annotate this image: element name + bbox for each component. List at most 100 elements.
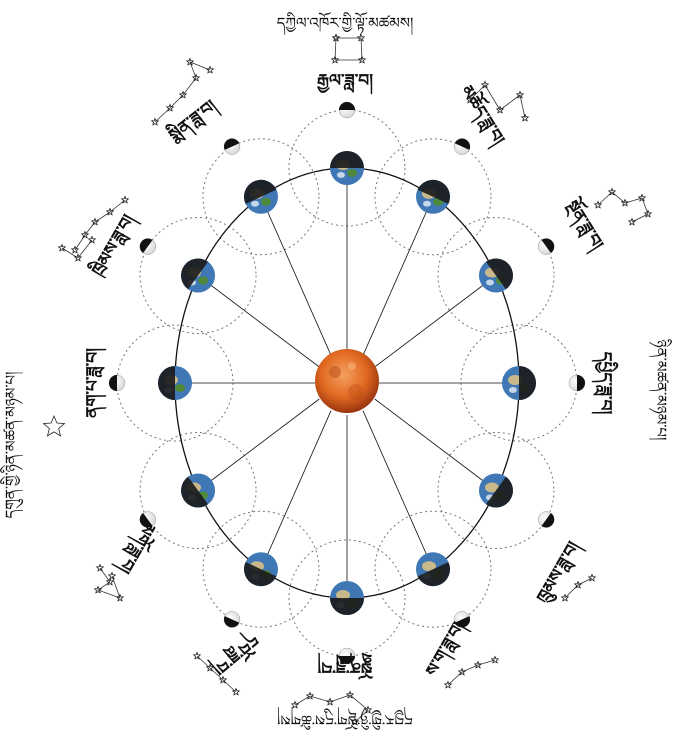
month-label-s1: སྣྲོན་ཟླ་བ། (317, 652, 372, 680)
radial-spokes (175, 168, 519, 598)
star-icon (325, 697, 335, 706)
month-label-s2: དབོ་ཟླ་བ། (206, 626, 265, 681)
earth-icon (181, 473, 216, 508)
month-label-nw2: སྨིན་ཟླ་བ། (163, 93, 224, 149)
star-icon (350, 717, 360, 726)
star-icon (573, 580, 583, 589)
star-icon (560, 593, 570, 602)
star-icon (42, 414, 66, 437)
star-icon (185, 57, 195, 66)
star-icon (73, 253, 83, 262)
star-icon (457, 667, 467, 676)
earth-icon (478, 473, 513, 508)
star-icon (70, 245, 80, 254)
star-icon (87, 235, 97, 244)
earth-icon (416, 179, 450, 214)
moon-orbit-ring (202, 510, 320, 628)
bottom-title-label: དབྱར་གྱི་ཉི་ལྡོག་དུས་ཚིགས། (277, 706, 413, 731)
earth-icon (502, 366, 536, 400)
star-icon (490, 655, 500, 664)
star-icon (305, 691, 315, 700)
earth-icon (244, 179, 278, 214)
moon-phase-icon (568, 374, 586, 392)
star-icon (120, 195, 130, 204)
moon-phase-icon (139, 238, 157, 255)
star-icon (192, 651, 202, 660)
spoke-line (197, 275, 320, 368)
earth-icon (330, 151, 364, 185)
moon-orbit-ring (139, 217, 257, 334)
moon-orbit-ring (202, 138, 320, 256)
star-icon (330, 55, 340, 64)
moon-phase-icon (453, 138, 471, 155)
star-icon (218, 675, 228, 684)
earth-icon (330, 581, 364, 615)
spoke-line (260, 196, 332, 356)
sun (315, 349, 379, 413)
star-icon (105, 577, 115, 586)
moon-phase-icon (223, 138, 241, 155)
moon-orbit-ring (374, 138, 492, 256)
star-icon (593, 200, 603, 209)
moon-phase-icon (453, 611, 471, 628)
earth-icon (244, 552, 278, 587)
star-icon (115, 593, 125, 602)
month-label-w: ནག་པ་ཟླ་བ། (83, 348, 107, 418)
moon-phase-icon (108, 374, 126, 392)
moon-phase-icon (537, 238, 555, 255)
moon-orbit-ring (437, 432, 555, 549)
equinox-label-e: ཉིན་མཚན་མཉམ་པ། (648, 339, 672, 441)
star-icon (643, 209, 653, 218)
star-icon (105, 207, 115, 216)
moon-phase-icon (338, 101, 356, 119)
star-icon (363, 705, 373, 714)
star-icon (150, 117, 160, 126)
star-icon (480, 80, 490, 89)
star-icon (345, 690, 355, 699)
star-icon (357, 55, 367, 64)
moon-orbit-ring (437, 217, 555, 334)
star-icon (495, 105, 505, 114)
moon-orbit-ring (374, 510, 492, 628)
star-icon (165, 103, 175, 112)
constellations (42, 33, 653, 726)
month-label-nw1: ཁྲིམས་ཟླ་བ། (85, 209, 143, 281)
star-icon (191, 73, 201, 82)
moon-phase-icon (223, 611, 241, 628)
star-icon (331, 33, 341, 42)
star-icon (607, 187, 617, 196)
month-label-top: རྒྱལ་ཟླ་བ། (317, 71, 373, 95)
star-icon (107, 571, 117, 580)
star-icon (473, 660, 483, 669)
star-icon (57, 243, 67, 252)
star-icon (587, 573, 597, 582)
moon-phase-icon (139, 511, 157, 528)
moon-phase-icon (338, 647, 356, 665)
star-icon (95, 563, 105, 572)
top-title-label: དཀྱིལ་འཁོར་གྱི་ལྟོ་མཚམས། (277, 11, 414, 36)
moon-orbit-circles (116, 109, 578, 657)
earth-icon (158, 366, 192, 400)
month-label-se1: ཁྲུམས་ཟླ་བ། (533, 538, 588, 608)
earth-icon (416, 552, 450, 587)
star-icon (80, 230, 90, 239)
spoke-line (197, 398, 320, 491)
star-icon (465, 95, 475, 104)
moon-phase-icon (537, 511, 555, 528)
star-icon (205, 663, 215, 672)
star-icon (231, 687, 241, 696)
star-icon (90, 217, 100, 226)
spoke-line (374, 398, 497, 491)
month-label-e: དཔྱིད་ཟླ་བ། (591, 352, 619, 415)
spoke-line (374, 275, 497, 368)
star-icon (178, 90, 188, 99)
star-icon (620, 198, 630, 207)
star-icon (290, 700, 300, 709)
star-icon (627, 217, 637, 226)
star-icon (205, 65, 215, 74)
moon-orbit-ring (139, 432, 257, 549)
spoke-line (260, 410, 332, 570)
spoke-line (362, 196, 434, 356)
earth-icon (478, 258, 513, 293)
